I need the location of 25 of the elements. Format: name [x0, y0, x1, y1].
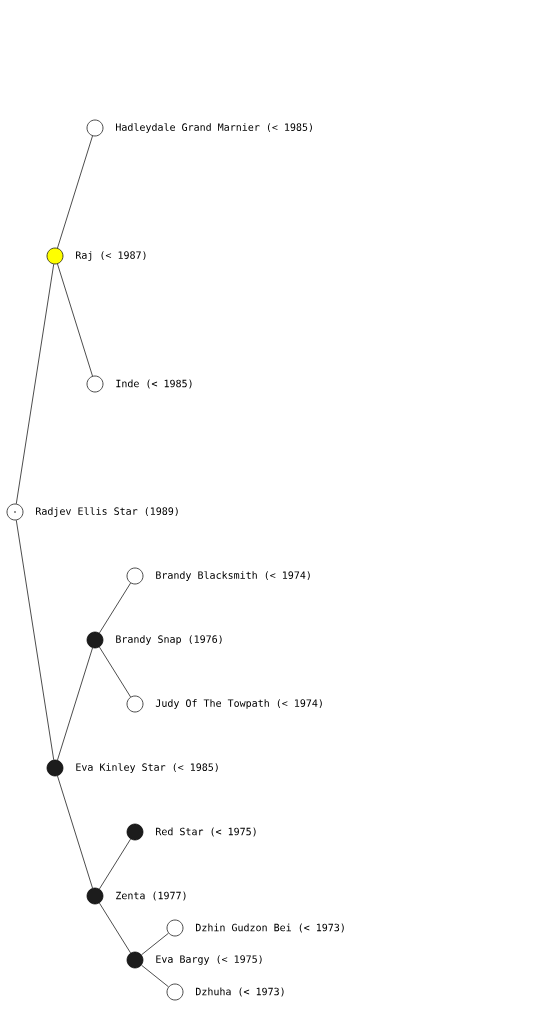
connector-line [99, 902, 131, 954]
connector-line [141, 932, 169, 956]
name-label: Judy Of The Towpath (< 1974) [155, 699, 322, 709]
name-label: Red Star (< 1975) [156, 827, 256, 837]
connector-line [141, 964, 169, 988]
name-label: Brandy Blacksmith (< 1974) [156, 571, 310, 581]
connector-line [99, 646, 131, 698]
name-label: Zenta (1977) [116, 891, 186, 901]
connector-line [99, 838, 131, 890]
connector-line [99, 582, 131, 634]
name-label: Dzhin Gudzon Bei (< 1973) [196, 923, 344, 933]
connector-line [57, 135, 93, 249]
name-label: Brandy Snap (1976) [116, 635, 222, 645]
name-label: Inde (< 1985) [116, 379, 192, 389]
name-label: Radjev Ellis Star (1989) [36, 507, 178, 517]
name-label: Dzhuha (< 1973) [196, 987, 284, 997]
connector-line [15, 519, 55, 761]
connector-line [57, 775, 93, 889]
connector-line [57, 263, 93, 377]
name-label: Hadleydale Grand Marnier (< 1985) [116, 123, 312, 133]
name-label: Eva Kinley Star (< 1985) [76, 763, 218, 773]
connector-line [57, 647, 93, 761]
connector-line [15, 263, 55, 505]
name-label: Raj (< 1987) [76, 251, 146, 261]
name-label: Eva Bargy (< 1975) [156, 955, 262, 965]
